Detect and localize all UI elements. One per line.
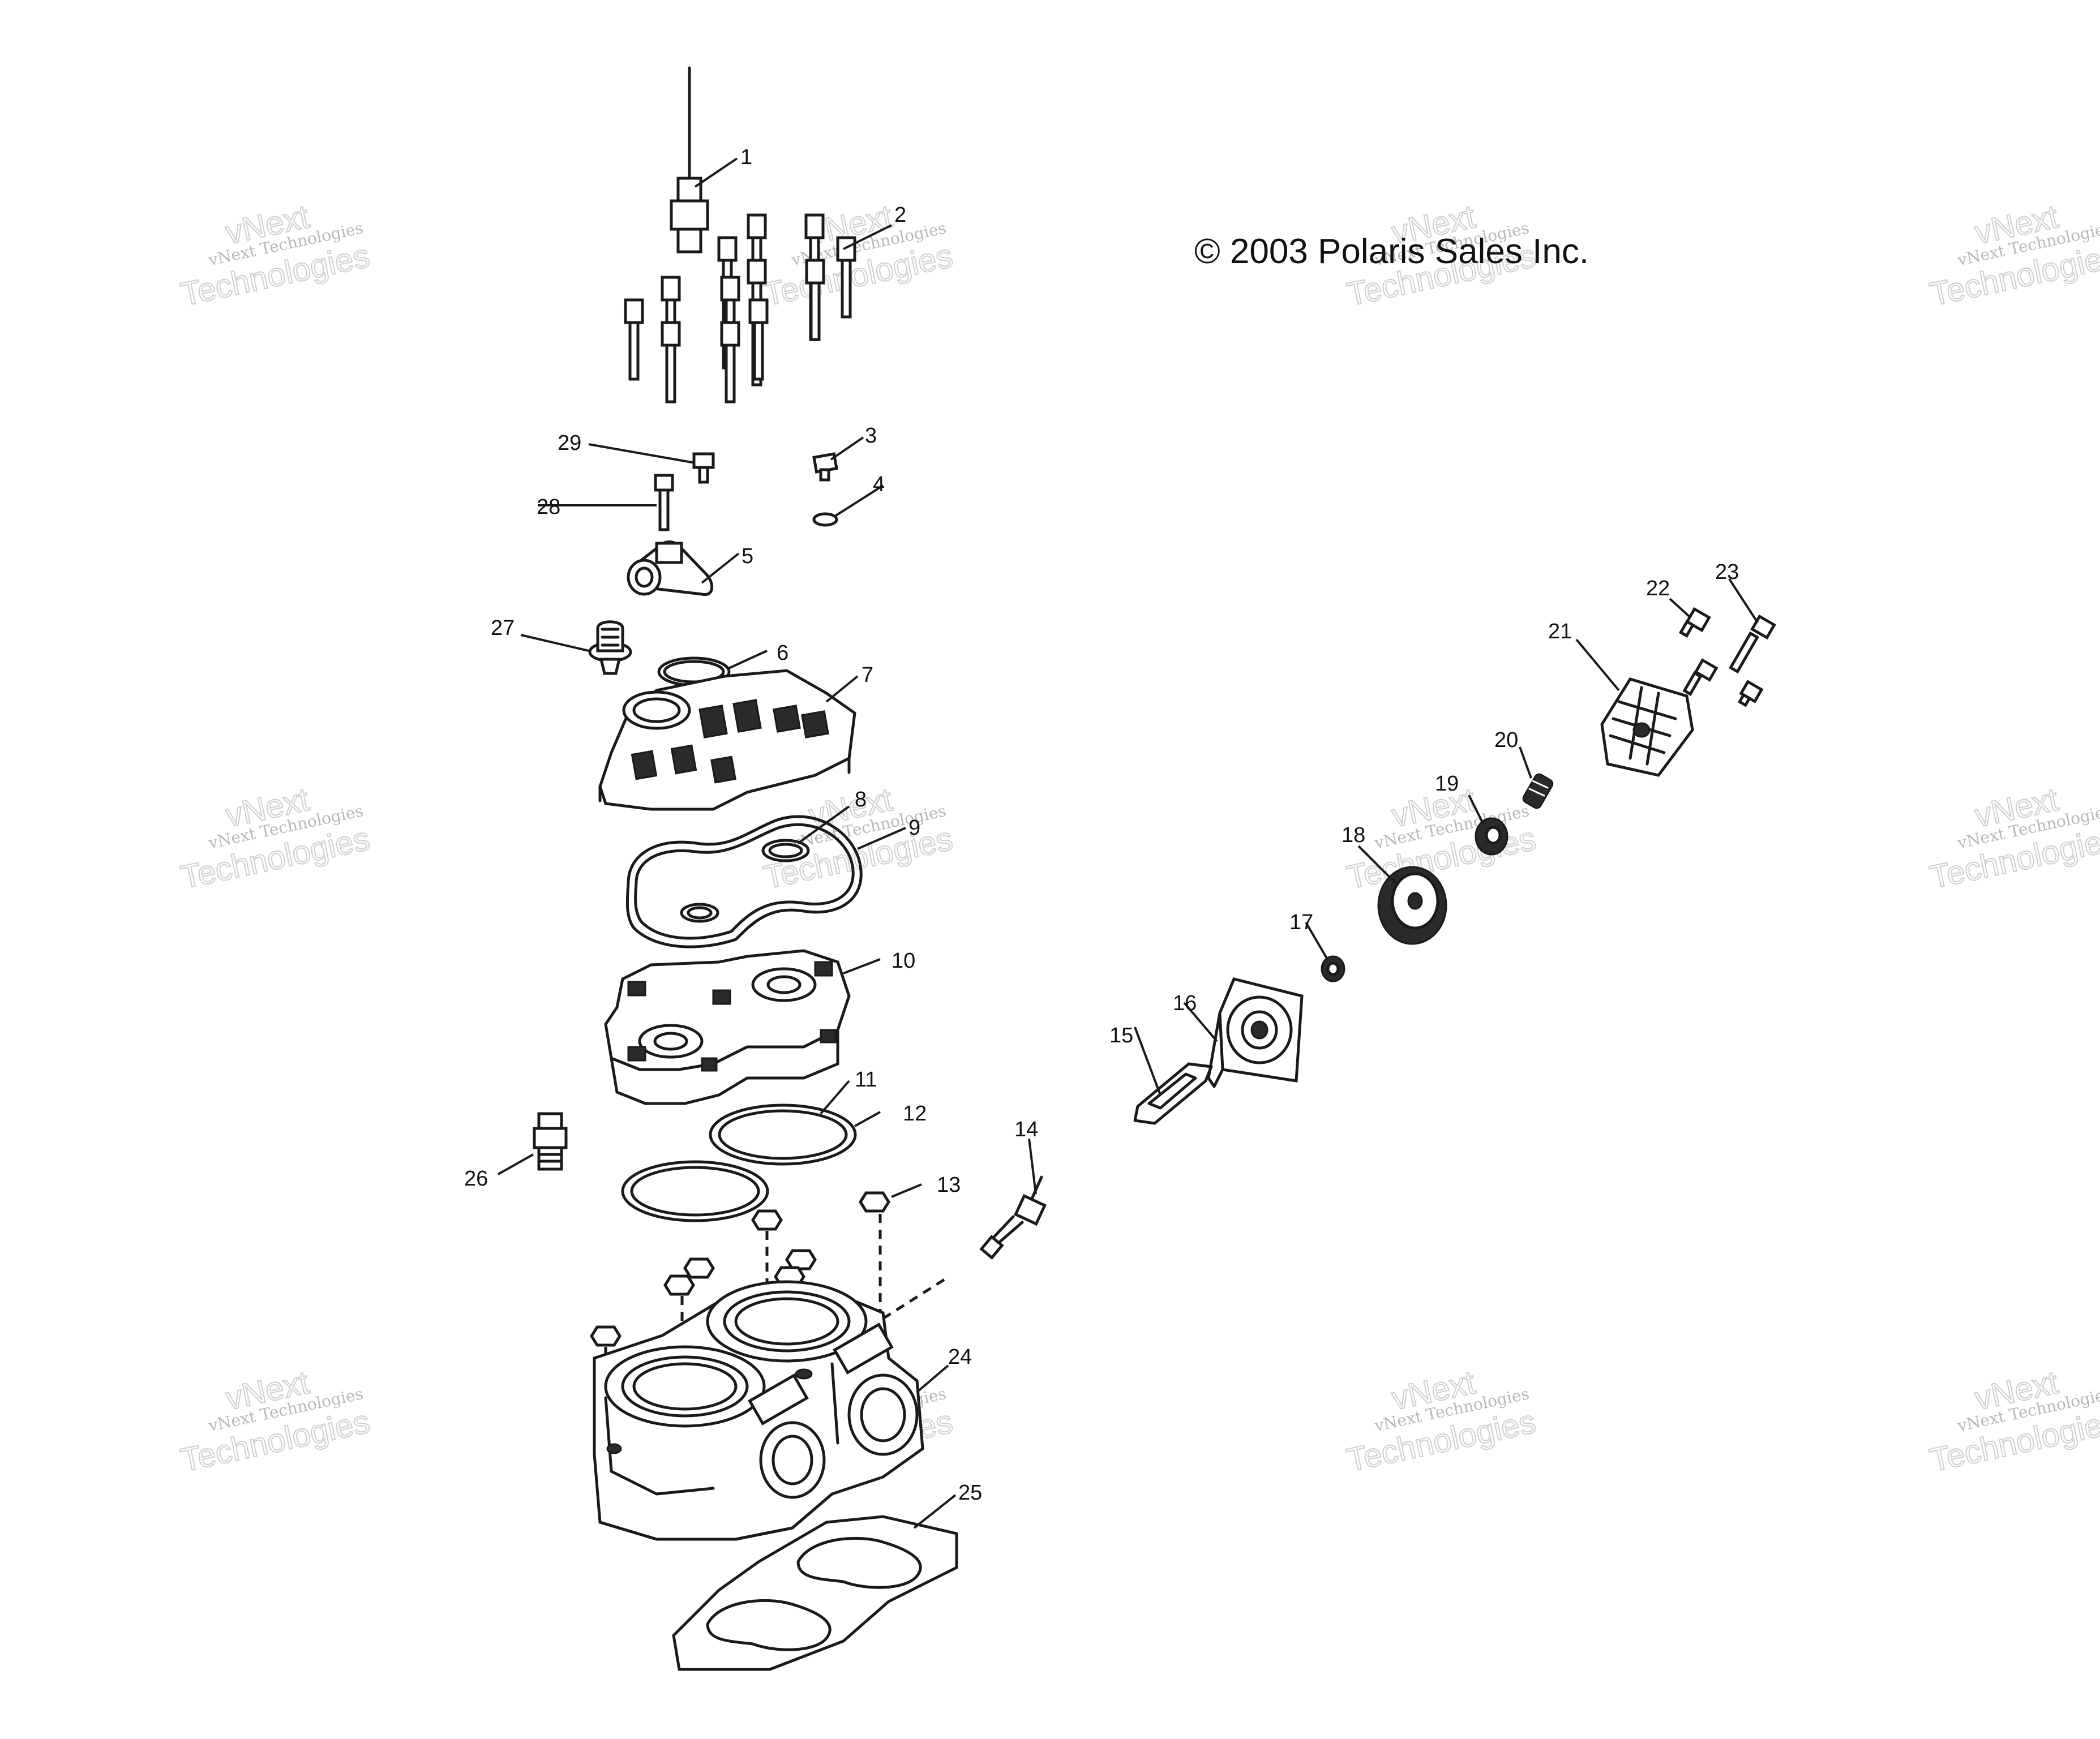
part-27-thermostat [588, 620, 632, 675]
callout-5: 5 [742, 544, 753, 568]
callout-16: 16 [1173, 991, 1197, 1015]
part-10-cylinder-head [604, 949, 851, 1105]
copyright-notice: © 2003 Polaris Sales Inc. [1194, 232, 1589, 271]
part-29-screw [692, 452, 715, 484]
callout-3: 3 [865, 424, 877, 448]
part-12-gasket [621, 1160, 769, 1222]
callout-8: 8 [855, 788, 867, 811]
callout-26: 26 [464, 1167, 488, 1191]
callout-9: 9 [908, 816, 920, 840]
part-28-bolt [654, 474, 674, 531]
callout-24: 24 [948, 1345, 972, 1369]
callout-29: 29 [558, 431, 581, 455]
part-1-sensor [670, 66, 709, 254]
part-9-o-ring [680, 839, 810, 923]
callout-19: 19 [1435, 772, 1459, 796]
callout-2: 2 [894, 203, 906, 227]
callout-11: 11 [855, 1068, 877, 1092]
part-7-head-cover [598, 669, 856, 811]
part-18-impeller [1377, 866, 1447, 945]
callout-1: 1 [740, 145, 752, 169]
callout-25: 25 [958, 1481, 982, 1505]
callout-4: 4 [873, 473, 885, 496]
part-11-gasket [709, 1103, 857, 1166]
part-8-gasket [625, 815, 863, 948]
callout-10: 10 [892, 949, 915, 973]
watermark: vNext vNext Technologies Technologies [1343, 1363, 1540, 1479]
part-26-fitting [533, 1112, 568, 1171]
watermark: vNext vNext Technologies Technologies [177, 1363, 374, 1479]
part-15-pump-gasket [1133, 1062, 1213, 1125]
part-22-bolt [1678, 607, 1711, 638]
callout-7: 7 [862, 663, 873, 687]
part-16-pump-housing [1207, 977, 1304, 1088]
part-14-spark-plug [979, 1175, 1047, 1260]
part-17-seal [1321, 955, 1345, 982]
callout-18: 18 [1342, 823, 1365, 847]
part-4-washer [812, 512, 838, 527]
part-24-cylinder [593, 1280, 924, 1541]
watermarks: vNext vNext Technologies Technologies vN… [177, 197, 2100, 1479]
leader-lines [498, 157, 1759, 1529]
watermark: vNext vNext Technologies Technologies [1926, 1363, 2100, 1479]
callout-27: 27 [491, 616, 515, 640]
callout-12: 12 [903, 1102, 927, 1126]
callout-6: 6 [777, 641, 788, 665]
part-5-thermostat-housing [627, 540, 714, 596]
part-25-base-gasket [672, 1515, 958, 1671]
watermark: vNext vNext Technologies Technologies [1926, 780, 2100, 896]
callout-22: 22 [1646, 577, 1670, 600]
callout-14: 14 [1014, 1118, 1038, 1141]
part-23-bolts [1682, 614, 1776, 707]
part-2-head-bolts [624, 213, 856, 403]
callout-28: 28 [537, 495, 560, 519]
part-20-spring [1522, 773, 1554, 809]
part-3-screw [812, 452, 838, 482]
callout-23: 23 [1715, 560, 1739, 584]
callout-15: 15 [1109, 1024, 1133, 1047]
callout-20: 20 [1494, 728, 1518, 752]
callout-labels: 1 2 3 4 5 6 7 8 9 10 11 12 13 14 15 16 1… [464, 145, 1739, 1505]
part-19-bearing [1475, 817, 1508, 856]
part-21-pump-cover [1600, 677, 1694, 777]
callout-13: 13 [937, 1173, 961, 1197]
watermark: vNext vNext Technologies Technologies [1926, 197, 2100, 314]
callout-17: 17 [1289, 911, 1313, 934]
watermark: vNext vNext Technologies Technologies [177, 780, 374, 896]
callout-21: 21 [1548, 620, 1572, 643]
watermark: vNext vNext Technologies Technologies [177, 197, 374, 314]
